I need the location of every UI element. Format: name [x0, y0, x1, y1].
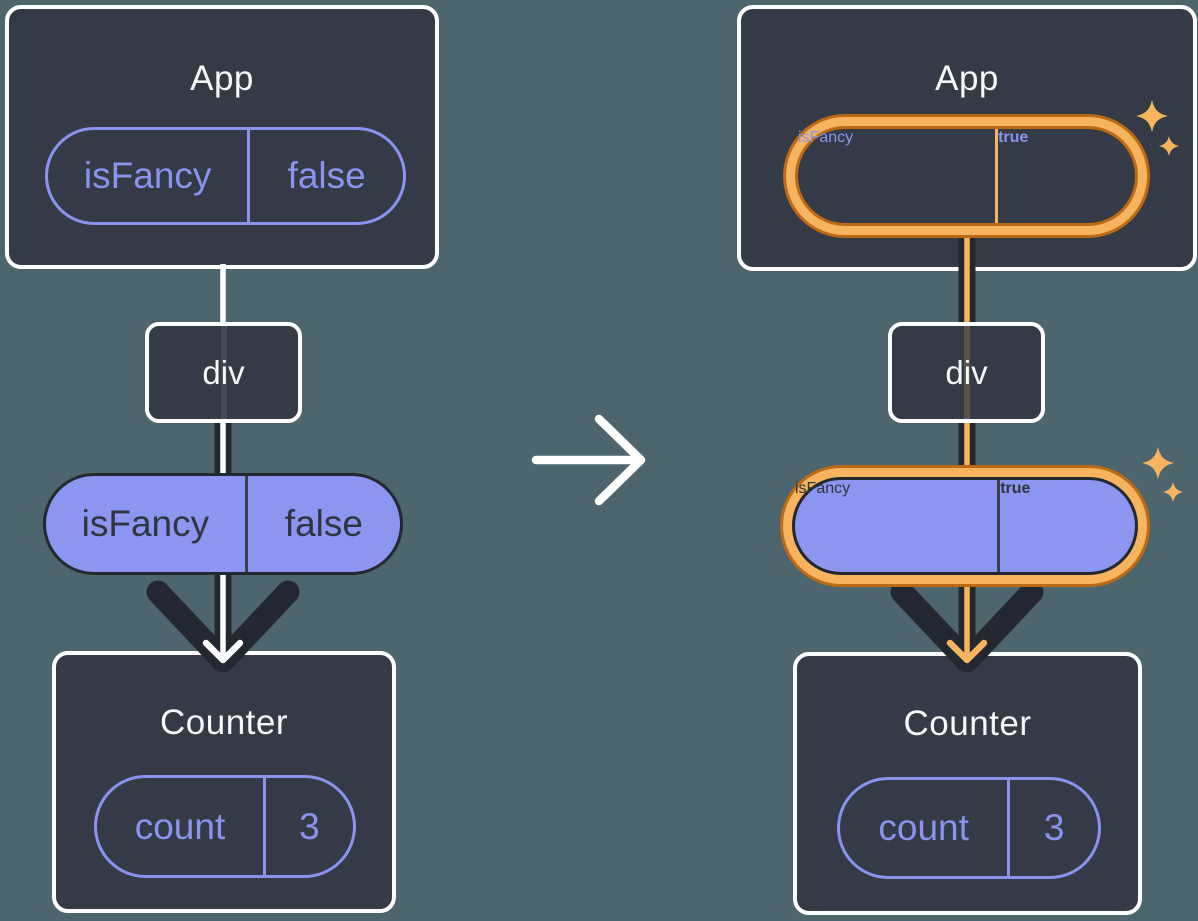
prop-key-label: isFancy	[795, 480, 1001, 572]
prop-key-label: isFancy	[46, 476, 248, 572]
counter-state-pill-right: count 3	[837, 777, 1101, 879]
state-value-label: true	[998, 129, 1029, 146]
line-through-div	[963, 326, 970, 419]
counter-state-pill-left: count 3	[94, 775, 356, 878]
div-element-box-left: div	[145, 322, 302, 423]
counter-component-box-right: Counter count 3	[793, 652, 1142, 915]
state-key-label: count	[840, 780, 1011, 876]
prop-value-label: false	[284, 503, 363, 544]
counter-title-left: Counter	[159, 703, 289, 742]
right-arrowhead-icon	[594, 414, 646, 506]
sparkle-icon	[1142, 447, 1174, 479]
state-key-label: isFancy	[48, 130, 251, 222]
line-through-div	[220, 326, 227, 419]
div-element-box-right: div	[888, 322, 1045, 423]
app-title-right: App	[935, 59, 999, 98]
div-label-right: div	[945, 353, 988, 391]
state-key-label: isFancy	[798, 129, 999, 223]
app-state-pill-left: isFancy false	[45, 127, 406, 225]
state-value-label: 3	[299, 805, 320, 847]
app-component-box-left: App isFancy false	[5, 5, 439, 269]
down-arrow-icon	[890, 580, 1044, 673]
app-title-left: App	[190, 59, 254, 98]
state-key-label: count	[97, 778, 266, 875]
sparkle-icon	[1163, 482, 1183, 502]
app-state-pill-right-highlighted: isFancy true	[783, 114, 1150, 238]
counter-title-right: Counter	[903, 704, 1032, 743]
state-value-label: false	[287, 155, 366, 196]
prop-pill-left: isFancy false	[43, 473, 403, 575]
prop-value-label: true	[1000, 480, 1031, 497]
div-label-left: div	[202, 353, 245, 391]
state-value-label: 3	[1043, 807, 1065, 848]
counter-component-box-left: Counter count 3	[52, 651, 396, 913]
prop-pill-right-highlighted: isFancy true	[780, 465, 1150, 587]
